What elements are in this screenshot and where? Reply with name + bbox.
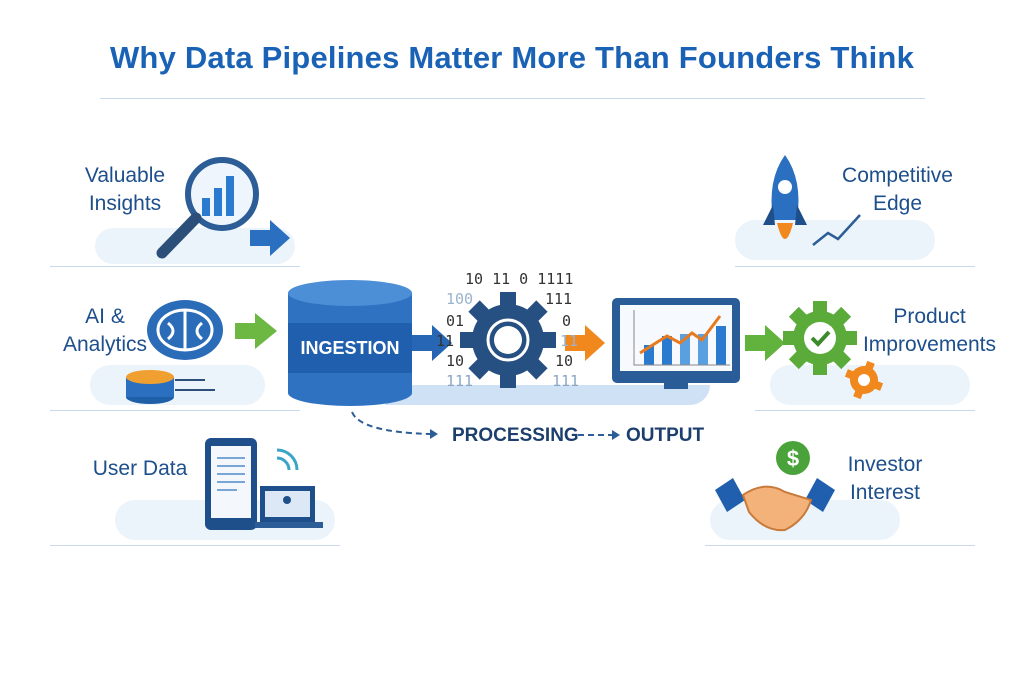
binary-text: 10 11 0 1111	[465, 270, 573, 288]
svg-text:$: $	[787, 446, 799, 471]
processing-label: PROCESSING	[452, 425, 579, 447]
label-line: User Data	[80, 455, 200, 483]
arrow-right-icon	[745, 325, 785, 361]
binary-text: 111	[552, 372, 579, 390]
binary-text: 100	[446, 290, 473, 308]
brain-icon	[120, 295, 300, 410]
title-divider	[100, 98, 925, 99]
label-line: Edge	[830, 190, 965, 218]
divider	[755, 410, 975, 411]
binary-text: 111	[446, 372, 473, 390]
investor-interest-label: Investor Interest	[830, 451, 940, 507]
binary-text: 111	[545, 290, 572, 308]
divider	[705, 545, 975, 546]
label-line: Interest	[830, 479, 940, 507]
magnifier-chart-icon	[150, 158, 300, 268]
dashed-arrow-icon	[350, 410, 440, 440]
binary-text: 01	[446, 312, 464, 330]
dashed-arrow-icon	[576, 428, 622, 442]
binary-text: 10	[446, 352, 464, 370]
binary-text: 11	[436, 332, 454, 350]
ingestion-label: INGESTION	[288, 338, 412, 359]
monitor-chart-icon	[612, 298, 742, 393]
label-line: Product	[862, 303, 997, 331]
binary-text: 11	[560, 332, 578, 350]
handshake-dollar-icon: $	[715, 440, 845, 540]
divider	[50, 266, 300, 267]
label-line: Improvements	[862, 331, 997, 359]
phone-laptop-icon	[205, 438, 325, 533]
divider	[735, 266, 975, 267]
output-label: OUTPUT	[626, 425, 704, 447]
page-title: Why Data Pipelines Matter More Than Foun…	[0, 40, 1024, 76]
binary-text: 10	[555, 352, 573, 370]
label-line: Investor	[830, 451, 940, 479]
divider	[50, 410, 300, 411]
label-line: Competitive	[830, 162, 965, 190]
competitive-edge-label: Competitive Edge	[830, 162, 965, 218]
binary-text: 0	[562, 312, 571, 330]
divider	[50, 545, 340, 546]
user-data-label: User Data	[80, 455, 200, 483]
product-improvements-label: Product Improvements	[862, 303, 997, 359]
